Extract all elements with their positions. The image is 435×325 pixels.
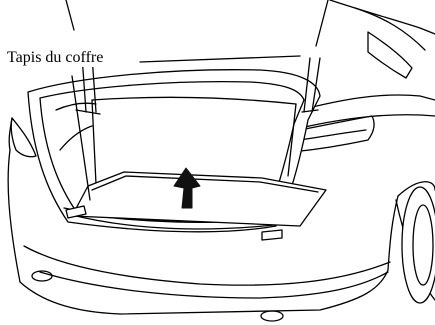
callout-leader-line-top: [140, 56, 300, 62]
trunk-mat-label: Tapis du coffre: [6, 49, 104, 67]
trunk-lid: [66, 0, 328, 46]
